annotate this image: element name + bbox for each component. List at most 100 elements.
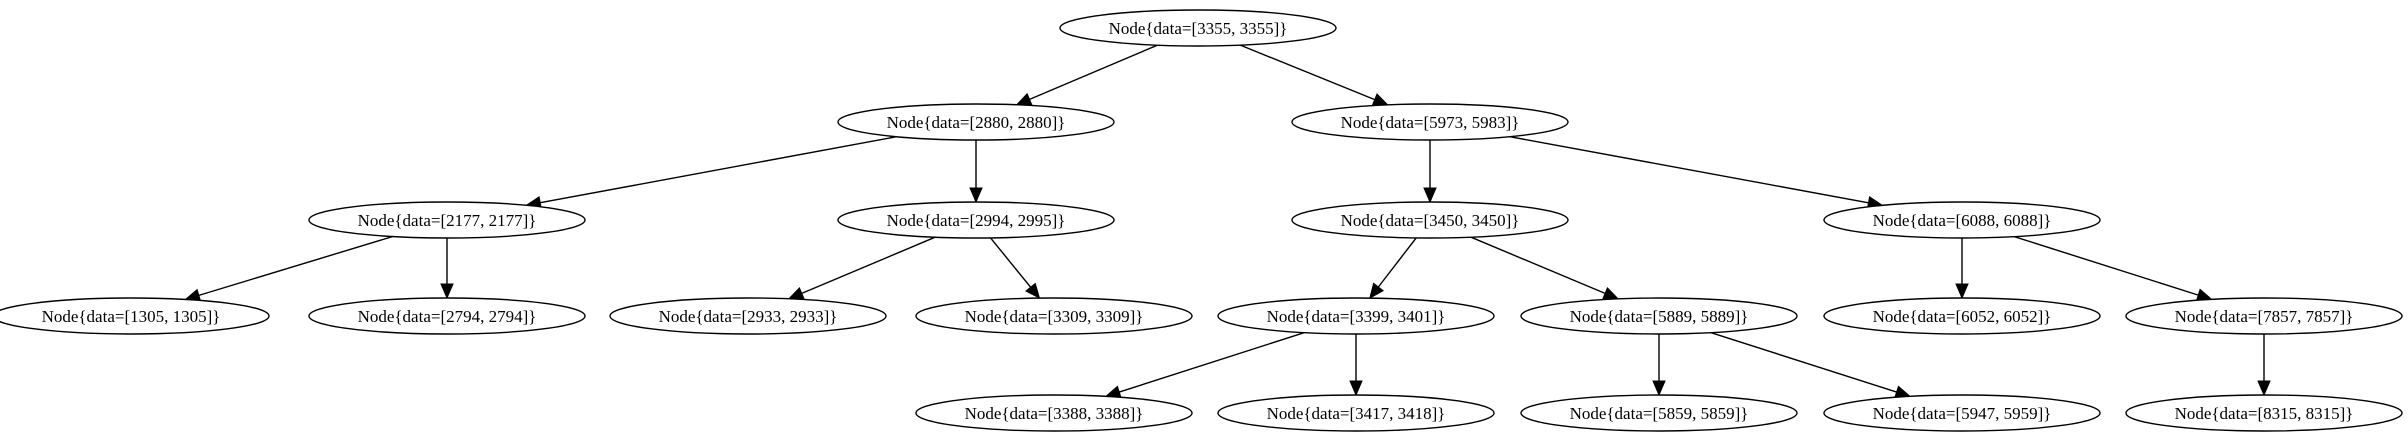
node-label: Node{data=[3355, 3355]} — [1109, 19, 1288, 38]
node-ellipse — [308, 201, 586, 239]
tree-node-5859: Node{data=[5859, 5859]} — [1520, 394, 1798, 432]
edge-n2880-n2994 — [969, 140, 983, 204]
tree-node-3309: Node{data=[3309, 3309]} — [915, 297, 1193, 335]
edge-n5889-n5947 — [1710, 332, 1912, 399]
tree-node-3355: Node{data=[3355, 3355]} — [1059, 9, 1337, 47]
edge-line — [801, 236, 936, 295]
node-label: Node{data=[2880, 2880]} — [887, 113, 1066, 132]
node-ellipse — [1217, 297, 1495, 335]
node-ellipse — [1823, 394, 2101, 432]
edge-n6088-n6052 — [1955, 238, 1969, 300]
node-label: Node{data=[5973, 5983]} — [1341, 113, 1520, 132]
edges-layer — [184, 44, 2271, 399]
node-ellipse — [0, 297, 270, 335]
arrowhead — [2257, 380, 2271, 397]
node-label: Node{data=[8315, 8315]} — [2175, 404, 2354, 423]
edge-n2994-n2933 — [787, 236, 936, 300]
node-ellipse — [1823, 297, 2101, 335]
arrowhead — [1369, 282, 1385, 300]
node-label: Node{data=[3450, 3450]} — [1341, 211, 1520, 230]
edge-line — [1470, 236, 1606, 295]
node-ellipse — [1217, 394, 1495, 432]
node-ellipse — [609, 297, 887, 335]
tree-node-5947: Node{data=[5947, 5959]} — [1823, 394, 2101, 432]
node-ellipse — [2125, 297, 2403, 335]
node-label: Node{data=[6088, 6088]} — [1873, 211, 2052, 230]
edge-n3450-n3399 — [1369, 237, 1417, 300]
node-ellipse — [837, 201, 1115, 239]
tree-node-5973: Node{data=[5973, 5983]} — [1291, 103, 1569, 141]
edge-line — [1377, 237, 1417, 288]
tree-node-2794: Node{data=[2794, 2794]} — [308, 297, 586, 335]
edge-n5973-n3450 — [1423, 140, 1437, 204]
arrowhead — [440, 283, 454, 300]
edge-n3450-n5889 — [1470, 236, 1620, 300]
arrowhead — [1015, 92, 1033, 106]
node-label: Node{data=[6052, 6052]} — [1873, 307, 2052, 326]
edge-n3355-n5973 — [1240, 44, 1389, 106]
node-ellipse — [1291, 201, 1569, 239]
arrowhead — [1602, 286, 1620, 300]
node-ellipse — [837, 103, 1115, 141]
node-label: Node{data=[2794, 2794]} — [358, 307, 537, 326]
tree-node-8315: Node{data=[8315, 8315]} — [2125, 394, 2403, 432]
node-ellipse — [1520, 297, 1798, 335]
edge-line — [1710, 332, 1897, 393]
node-ellipse — [915, 394, 1193, 432]
edge-n5889-n5859 — [1652, 334, 1666, 397]
tree-node-2880: Node{data=[2880, 2880]} — [837, 103, 1115, 141]
edge-line — [198, 235, 393, 297]
edge-n5973-n6088 — [1509, 136, 1884, 210]
edge-line — [1509, 136, 1869, 204]
edge-n2177-n2794 — [440, 238, 454, 300]
node-ellipse — [1520, 394, 1798, 432]
tree-node-7857: Node{data=[7857, 7857]} — [2125, 297, 2403, 335]
node-label: Node{data=[5889, 5889]} — [1570, 307, 1749, 326]
edge-n2994-n3309 — [990, 237, 1041, 300]
arrowhead — [1025, 282, 1041, 300]
edge-line — [1240, 44, 1375, 101]
node-label: Node{data=[7857, 7857]} — [2175, 307, 2354, 326]
edge-n3399-n3388 — [1104, 332, 1305, 399]
edge-line — [990, 237, 1032, 288]
node-label: Node{data=[5859, 5859]} — [1570, 404, 1749, 423]
arrowhead — [1349, 380, 1363, 397]
tree-node-5889: Node{data=[5889, 5889]} — [1520, 297, 1798, 335]
node-label: Node{data=[3388, 3388]} — [965, 404, 1144, 423]
node-label: Node{data=[3399, 3401]} — [1267, 307, 1446, 326]
node-ellipse — [1823, 201, 2101, 239]
arrowhead — [1652, 380, 1666, 397]
edge-n7857-n8315 — [2257, 334, 2271, 397]
edge-line — [540, 136, 897, 204]
tree-node-3388: Node{data=[3388, 3388]} — [915, 394, 1193, 432]
node-label: Node{data=[1305, 1305]} — [42, 307, 221, 326]
tree-node-1305: Node{data=[1305, 1305]} — [0, 297, 270, 335]
node-label: Node{data=[2177, 2177]} — [358, 211, 537, 230]
edge-n2880-n2177 — [525, 136, 897, 210]
edge-n2177-n1305 — [184, 235, 393, 302]
edge-line — [1119, 332, 1305, 393]
tree-node-2933: Node{data=[2933, 2933]} — [609, 297, 887, 335]
node-label: Node{data=[5947, 5959]} — [1873, 404, 2052, 423]
node-label: Node{data=[3417, 3418]} — [1267, 404, 1446, 423]
node-label: Node{data=[2994, 2995]} — [887, 211, 1066, 230]
node-ellipse — [1059, 9, 1337, 47]
edge-n6088-n7857 — [2014, 235, 2213, 302]
nodes-layer: Node{data=[3355, 3355]} Node{data=[2880, … — [0, 9, 2403, 432]
tree-node-6088: Node{data=[6088, 6088]} — [1823, 201, 2101, 239]
tree-node-3450: Node{data=[3450, 3450]} — [1291, 201, 1569, 239]
tree-node-2994: Node{data=[2994, 2995]} — [837, 201, 1115, 239]
arrowhead — [969, 187, 983, 204]
arrowhead — [787, 286, 805, 300]
node-ellipse — [1291, 103, 1569, 141]
node-ellipse — [915, 297, 1193, 335]
edge-line — [2014, 235, 2199, 296]
tree-node-6052: Node{data=[6052, 6052]} — [1823, 297, 2101, 335]
edge-line — [1029, 44, 1158, 100]
arrowhead — [1371, 93, 1389, 106]
tree-node-3417: Node{data=[3417, 3418]} — [1217, 394, 1495, 432]
edge-n3399-n3417 — [1349, 334, 1363, 397]
node-label: Node{data=[3309, 3309]} — [965, 307, 1144, 326]
tree-node-2177: Node{data=[2177, 2177]} — [308, 201, 586, 239]
